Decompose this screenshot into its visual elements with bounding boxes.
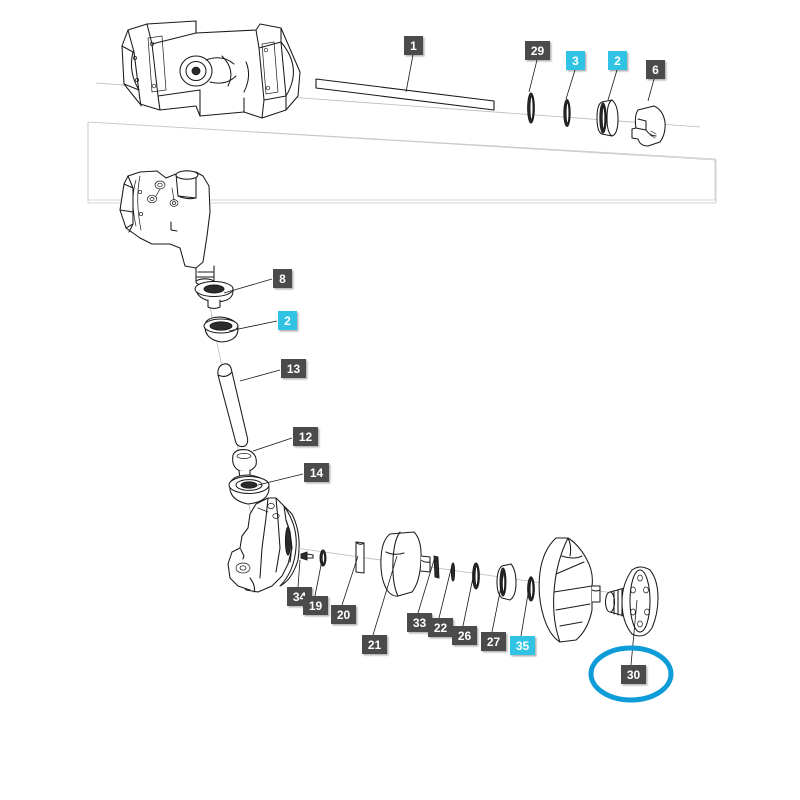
callout-label-2[interactable]: 2 (608, 51, 627, 70)
part-13-king-pin (217, 363, 249, 448)
highlight-ring (588, 645, 674, 703)
leader-lines (223, 54, 655, 666)
part-6-yoke-fork (631, 105, 666, 147)
callout-label-33[interactable]: 33 (407, 613, 432, 632)
leader-line-20 (341, 555, 359, 606)
leader-line-14 (257, 473, 304, 486)
part-axle-housing (121, 20, 301, 119)
callout-label-22[interactable]: 22 (428, 618, 453, 637)
leader-line-19 (314, 559, 323, 597)
callout-label-20[interactable]: 20 (331, 605, 356, 624)
leader-line-33 (417, 559, 435, 614)
part-27-bearing-race (496, 563, 517, 601)
leader-line-1 (405, 54, 414, 93)
callout-label-14[interactable]: 14 (304, 463, 329, 482)
callout-label-2[interactable]: 2 (278, 311, 297, 330)
leader-line-27 (491, 571, 505, 633)
callout-label-26[interactable]: 26 (452, 626, 477, 645)
callout-label-6[interactable]: 6 (646, 60, 665, 79)
leader-line-29 (528, 59, 538, 93)
callout-label-29[interactable]: 29 (525, 41, 550, 60)
callout-label-21[interactable]: 21 (362, 635, 387, 654)
leader-line-21 (372, 555, 398, 636)
leader-line-6 (647, 78, 655, 102)
part-33-retaining-clip (433, 555, 440, 579)
callout-label-12[interactable]: 12 (293, 427, 318, 446)
part-steering-knuckle-upper (119, 170, 215, 286)
part-3-o-ring (563, 99, 571, 127)
part-14-tapered-bearing (228, 474, 270, 505)
part-8-upper-bushing-cap (194, 280, 234, 310)
leader-line-3 (565, 69, 576, 100)
part-2-seal-ring (596, 99, 619, 137)
part-22-thin-washer (450, 562, 456, 582)
callout-label-3[interactable]: 3 (566, 51, 585, 70)
leader-line-22 (438, 564, 453, 619)
callout-label-27[interactable]: 27 (481, 632, 506, 651)
leader-line-8 (223, 278, 273, 294)
callout-label-19[interactable]: 19 (303, 596, 328, 615)
callout-label-35[interactable]: 35 (510, 636, 535, 655)
leader-line-12 (252, 437, 293, 452)
part-2b-seal-ring (203, 316, 239, 343)
callout-label-8[interactable]: 8 (273, 269, 292, 288)
leader-line-30 (630, 599, 638, 666)
leader-line-34 (297, 559, 301, 588)
part-finned-housing-cover (538, 537, 601, 643)
leader-line-2 (607, 69, 618, 101)
part-steering-knuckle-lower (227, 497, 300, 593)
leader-line-2 (228, 320, 278, 332)
part-1-drive-shaft (315, 78, 495, 111)
part-21-double-joint-cross (380, 531, 431, 597)
part-29-o-ring (527, 92, 535, 124)
part-30-wheel-hub-flange (604, 566, 659, 637)
highlight-ellipse-part-30 (588, 645, 674, 703)
leader-line-35 (520, 575, 532, 637)
callout-label-1[interactable]: 1 (404, 36, 423, 55)
callout-label-13[interactable]: 13 (281, 359, 306, 378)
part-34-grease-nipple (300, 551, 314, 561)
leader-line-26 (462, 567, 476, 627)
part-35-oil-seal (527, 576, 535, 602)
leader-line-13 (239, 369, 281, 382)
callout-label-30[interactable]: 30 (621, 665, 646, 684)
